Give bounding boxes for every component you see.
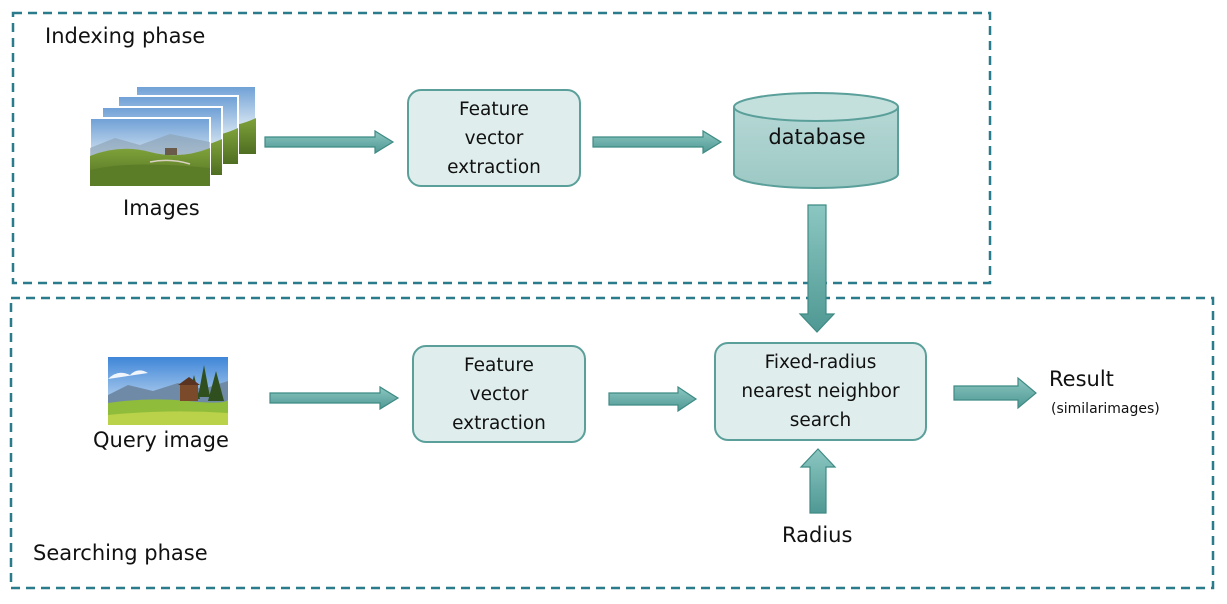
arrow-database-to-search	[798, 204, 836, 333]
arrow-images-to-feature	[264, 129, 395, 155]
database-label: database	[768, 125, 866, 149]
images-label: Images	[123, 196, 200, 220]
arrow-feature-to-search	[608, 385, 698, 413]
arrow-search-to-result	[953, 376, 1037, 410]
query-image-label: Query image	[93, 428, 229, 452]
nearest-neighbor-search-box: Fixed-radius nearest neighbor search	[714, 342, 927, 441]
images-stack	[89, 85, 257, 187]
indexing-phase-frame	[11, 11, 992, 285]
searching-phase-frame	[9, 296, 1215, 590]
radius-label: Radius	[782, 523, 853, 547]
feature-extraction-box-indexing: Feature vector extraction	[407, 89, 581, 187]
arrow-query-to-feature	[269, 385, 400, 411]
query-image	[108, 357, 228, 425]
arrow-radius-to-search	[799, 448, 837, 514]
feature-extraction-box-searching: Feature vector extraction	[412, 345, 586, 443]
arrow-feature-to-database	[592, 129, 723, 155]
database-cylinder	[733, 92, 899, 189]
result-label: Result	[1049, 367, 1114, 391]
indexing-phase-label: Indexing phase	[45, 24, 206, 48]
result-sublabel: (similarimages)	[1051, 401, 1160, 417]
front-landscape-image	[89, 117, 211, 187]
searching-phase-label: Searching phase	[33, 541, 208, 565]
